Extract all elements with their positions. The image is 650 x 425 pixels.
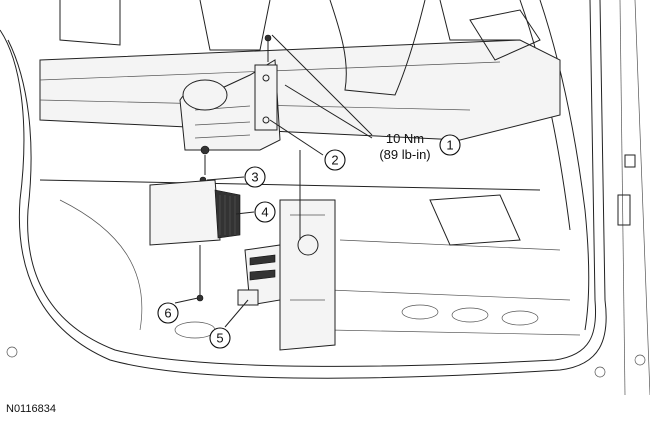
leader-lines — [174, 34, 373, 328]
torque-spec-value: 10 Nm — [386, 131, 424, 146]
callout-5: 5 — [209, 327, 231, 349]
svg-text:2: 2 — [331, 153, 338, 168]
module-installation-diagram: 10 Nm (89 lb-in) 1 2 3 4 5 6 — [0, 0, 650, 395]
vehicle-body-linework — [0, 0, 650, 395]
callout-6: 6 — [157, 302, 179, 324]
callout-4: 4 — [254, 201, 276, 223]
svg-text:1: 1 — [446, 138, 453, 153]
callout-3: 3 — [244, 166, 266, 188]
torque-spec-imperial: (89 lb-in) — [379, 147, 430, 162]
bracket-and-module — [149, 34, 301, 306]
figure-id-label: N0116834 — [6, 403, 56, 415]
callout-2: 2 — [324, 149, 346, 171]
callout-1: 1 — [439, 134, 461, 156]
svg-text:5: 5 — [216, 331, 223, 346]
svg-text:6: 6 — [164, 306, 171, 321]
svg-text:3: 3 — [251, 170, 258, 185]
svg-text:4: 4 — [261, 205, 268, 220]
